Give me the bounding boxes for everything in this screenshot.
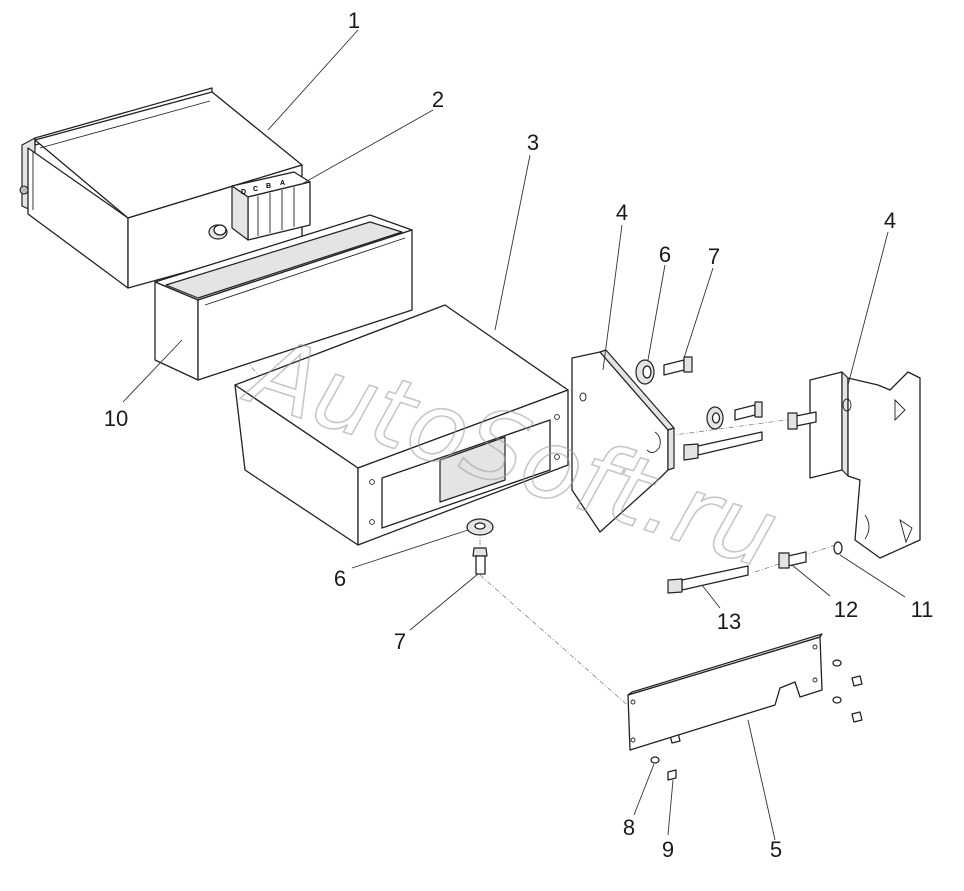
part-4-bracket-plate-left xyxy=(571,349,675,533)
callout-11: 11 xyxy=(911,597,934,622)
part-10-sleeve-frame xyxy=(154,214,413,381)
callouts: 1 2 3 4 4 6 7 10 6 7 13 12 11 8 9 5 xyxy=(104,8,934,862)
callout-13: 13 xyxy=(717,609,741,634)
connector-letter-c: C xyxy=(253,186,258,193)
callout-7-lower: 7 xyxy=(394,629,406,654)
fasteners xyxy=(466,356,863,781)
callout-6-lower: 6 xyxy=(334,566,346,591)
callout-7-top: 7 xyxy=(708,244,720,269)
callout-12: 12 xyxy=(834,597,858,622)
callout-4-right: 4 xyxy=(884,208,896,233)
callout-2: 2 xyxy=(432,87,444,112)
part-2-connector-block: D C B A xyxy=(231,171,311,241)
callout-3: 3 xyxy=(527,130,539,155)
callout-10: 10 xyxy=(104,406,128,431)
callout-5: 5 xyxy=(770,837,782,862)
part-5-bottom-plate xyxy=(627,633,823,751)
connector-letter-d: D xyxy=(241,189,246,196)
callout-8: 8 xyxy=(623,815,635,840)
connector-letter-a: A xyxy=(280,180,285,187)
leader-lines xyxy=(122,29,906,841)
callout-6-top: 6 xyxy=(659,242,671,267)
part-3-housing-box xyxy=(234,304,569,546)
callout-9: 9 xyxy=(662,837,674,862)
callout-1: 1 xyxy=(348,8,360,33)
part-4-l-bracket-right xyxy=(809,371,921,559)
callout-4-left: 4 xyxy=(616,200,628,225)
connector-letter-b: B xyxy=(266,183,271,190)
